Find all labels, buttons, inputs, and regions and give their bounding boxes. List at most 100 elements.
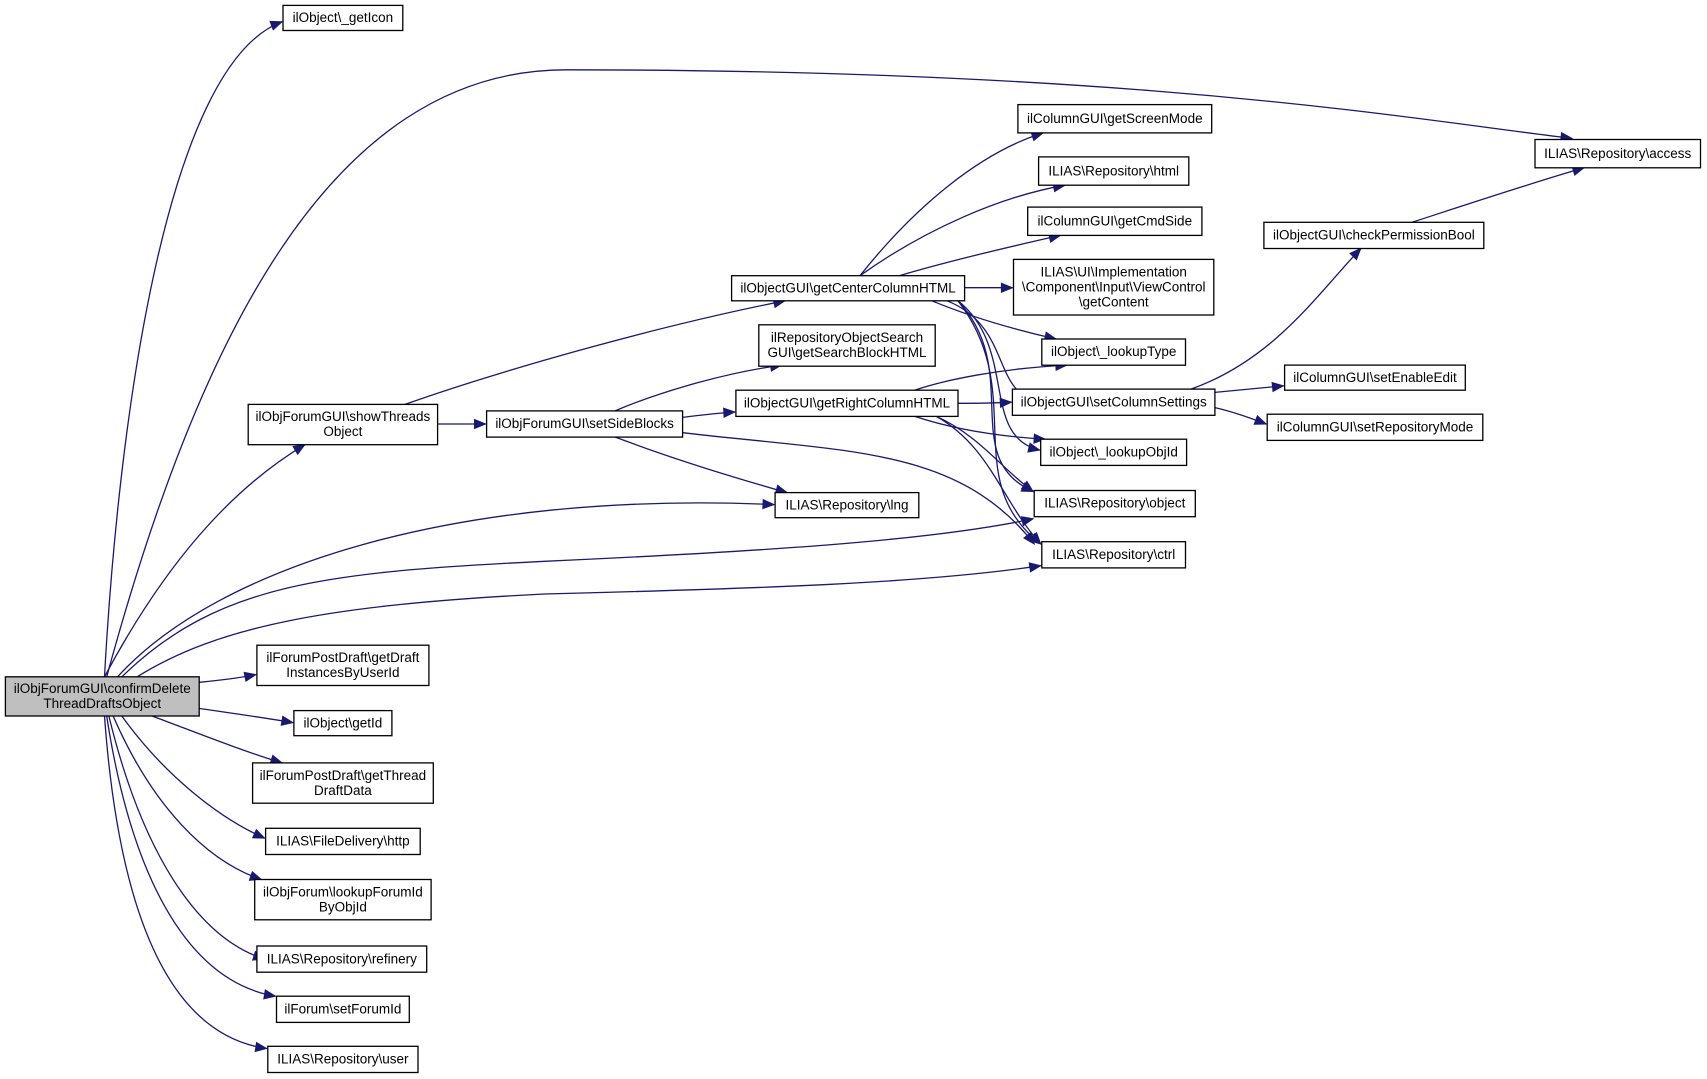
node-getContent[interactable]: ILIAS\UI\Implementation\Component\Input\… bbox=[1012, 258, 1215, 316]
node-box[interactable] bbox=[4, 676, 200, 717]
edge-line bbox=[108, 715, 265, 960]
node-getCenterColumnHTML[interactable]: ilObjectGUI\getCenterColumnHTML bbox=[730, 275, 966, 302]
edge-setSideBlocks-to-lng bbox=[614, 436, 789, 495]
node-label: ilRepositoryObjectSearch bbox=[771, 330, 923, 345]
arrowhead-icon bbox=[474, 418, 487, 430]
node-lng[interactable]: ILIAS\Repository\lng bbox=[774, 491, 920, 519]
edge-line bbox=[682, 432, 1035, 545]
node-getId[interactable]: ilObject\getId bbox=[293, 709, 393, 737]
node-label: DraftData bbox=[314, 783, 372, 798]
node-label: ilForumPostDraft\getThread bbox=[260, 768, 427, 783]
node-box[interactable] bbox=[256, 644, 430, 687]
node-box[interactable] bbox=[275, 995, 410, 1024]
node-box[interactable] bbox=[1263, 221, 1485, 250]
arrowhead-icon bbox=[999, 397, 1013, 408]
node-object[interactable]: ILIAS\Repository\object bbox=[1033, 489, 1196, 518]
node-box[interactable] bbox=[1283, 364, 1466, 391]
arrowhead-icon bbox=[1253, 414, 1268, 425]
edge-line bbox=[112, 715, 262, 881]
node-access[interactable]: ILIAS\Repository\access bbox=[1534, 138, 1702, 169]
node-box[interactable] bbox=[254, 878, 432, 921]
node-getDraftInstancesByUserId[interactable]: ilForumPostDraft\getDraftInstancesByUser… bbox=[256, 644, 430, 687]
node-setRepositoryMode[interactable]: ilColumnGUI\setRepositoryMode bbox=[1266, 413, 1484, 442]
node-box[interactable] bbox=[251, 762, 434, 804]
arrowhead-icon bbox=[1028, 562, 1043, 573]
node-box[interactable] bbox=[247, 403, 439, 446]
node-box[interactable] bbox=[1037, 156, 1190, 186]
node-http[interactable]: ILIAS\FileDelivery\http bbox=[264, 827, 421, 856]
edge-root-to-http bbox=[121, 715, 266, 839]
edge-getRightColumnHTML-to-setColumnSettings bbox=[957, 397, 1013, 408]
edge-setColumnSettings-to-setEnableEdit bbox=[1214, 381, 1285, 394]
node-label: ILIAS\Repository\refinery bbox=[267, 951, 417, 966]
node-box[interactable] bbox=[1011, 388, 1216, 416]
node-box[interactable] bbox=[1041, 541, 1187, 569]
edge-root-to-getId bbox=[199, 707, 295, 726]
edge-line bbox=[117, 502, 775, 678]
edge-root-to-showThreadsObject bbox=[103, 444, 306, 678]
node-label: ILIAS\Repository\ctrl bbox=[1052, 547, 1175, 562]
node-box[interactable] bbox=[485, 410, 684, 438]
node-label: ilObject\getId bbox=[304, 715, 383, 730]
node-checkPermissionBool[interactable]: ilObjectGUI\checkPermissionBool bbox=[1263, 221, 1485, 250]
node-refinery[interactable]: ILIAS\Repository\refinery bbox=[256, 945, 428, 973]
edge-getRightColumnHTML-to-lookupObjId bbox=[914, 415, 1047, 444]
node-user[interactable]: ILIAS\Repository\user bbox=[267, 1045, 419, 1074]
node-box[interactable] bbox=[735, 389, 959, 418]
node-box[interactable] bbox=[293, 709, 393, 737]
node-lookupType[interactable]: ilObject\_lookupType bbox=[1041, 338, 1187, 366]
node-html[interactable]: ILIAS\Repository\html bbox=[1037, 156, 1190, 186]
node-label: \Component\Input\ViewControl bbox=[1022, 279, 1206, 294]
node-box[interactable] bbox=[1033, 489, 1196, 518]
node-getSearchBlockHTML[interactable]: ilRepositoryObjectSearchGUI\getSearchBlo… bbox=[758, 324, 936, 367]
node-box[interactable] bbox=[1040, 438, 1188, 467]
edge-root-to-lookupForumIdByObjId bbox=[112, 715, 263, 881]
node-box[interactable] bbox=[1266, 413, 1484, 442]
edge-root-to-refinery bbox=[108, 715, 266, 961]
node-root[interactable]: ilObjForumGUI\confirmDeleteThreadDraftsO… bbox=[4, 676, 200, 717]
node-box[interactable] bbox=[758, 324, 936, 367]
edge-line bbox=[121, 715, 265, 839]
node-box[interactable] bbox=[282, 4, 404, 32]
node-setColumnSettings[interactable]: ilObjectGUI\setColumnSettings bbox=[1011, 388, 1216, 416]
node-box[interactable] bbox=[1041, 338, 1187, 366]
edge-line bbox=[946, 300, 1040, 403]
arrowhead-icon bbox=[1271, 381, 1285, 393]
edge-line bbox=[859, 132, 1044, 277]
node-ctrl[interactable]: ILIAS\Repository\ctrl bbox=[1041, 541, 1187, 569]
node-box[interactable] bbox=[774, 491, 920, 519]
edge-getCenterColumnHTML-to-lookupObjId bbox=[957, 300, 1041, 453]
node-setEnableEdit[interactable]: ilColumnGUI\setEnableEdit bbox=[1283, 364, 1466, 391]
node-box[interactable] bbox=[1012, 258, 1215, 316]
edge-line bbox=[106, 69, 1573, 677]
node-setForumId[interactable]: ilForum\setForumId bbox=[275, 995, 410, 1024]
node-box[interactable] bbox=[264, 827, 421, 856]
node-getIcon[interactable]: ilObject\_getIcon bbox=[282, 4, 404, 32]
node-box[interactable] bbox=[1534, 138, 1702, 169]
node-label: ByObjId bbox=[319, 899, 367, 914]
edge-line bbox=[935, 415, 1042, 545]
node-box[interactable] bbox=[1027, 206, 1203, 237]
node-getCmdSide[interactable]: ilColumnGUI\getCmdSide bbox=[1027, 206, 1203, 237]
node-box[interactable] bbox=[256, 945, 428, 973]
node-getScreenMode[interactable]: ilColumnGUI\getScreenMode bbox=[1017, 103, 1213, 134]
node-box[interactable] bbox=[1017, 103, 1213, 134]
node-label: ILIAS\Repository\object bbox=[1044, 496, 1185, 511]
arrowhead-icon bbox=[269, 20, 284, 31]
node-getRightColumnHTML[interactable]: ilObjectGUI\getRightColumnHTML bbox=[735, 389, 959, 418]
arrowhead-icon bbox=[1349, 247, 1362, 261]
edge-line bbox=[103, 21, 283, 677]
arrowhead-icon bbox=[1020, 480, 1035, 493]
node-box[interactable] bbox=[267, 1045, 419, 1074]
node-setSideBlocks[interactable]: ilObjForumGUI\setSideBlocks bbox=[485, 410, 684, 438]
node-label: ILIAS\Repository\access bbox=[1544, 146, 1691, 161]
node-lookupObjId[interactable]: ilObject\_lookupObjId bbox=[1040, 438, 1188, 467]
edges-layer bbox=[103, 20, 1586, 1053]
node-label: GUI\getSearchBlockHTML bbox=[767, 345, 927, 360]
edge-line bbox=[859, 184, 1065, 277]
node-box[interactable] bbox=[730, 275, 966, 302]
edge-setColumnSettings-to-checkPermissionBool bbox=[1190, 247, 1362, 390]
